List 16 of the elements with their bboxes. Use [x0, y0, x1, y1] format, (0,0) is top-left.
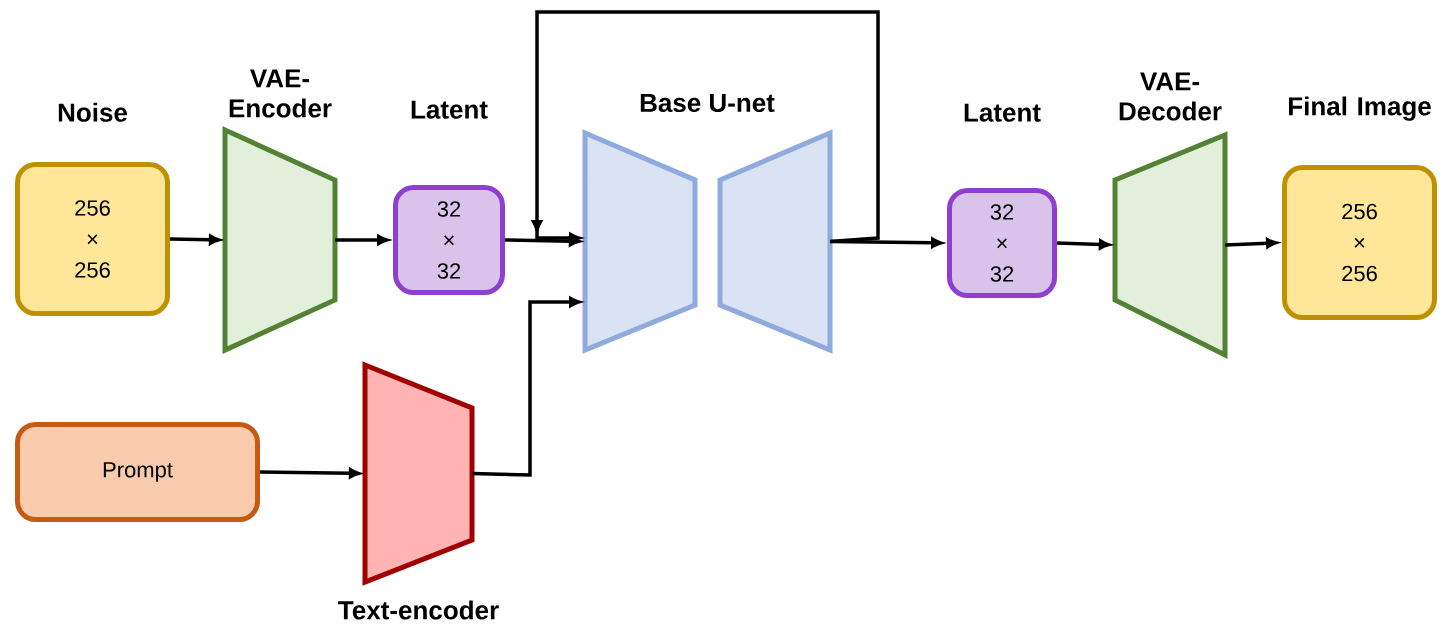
- rounded-box: 256 × 256 Noise: [15, 102, 170, 316]
- rounded-box: 32 × 32 Latent: [393, 100, 505, 295]
- encoder-trapezoid: VAE-Decoder: [1112, 72, 1228, 360]
- arrow: [531, 10, 880, 244]
- rounded-box: Prompt: [15, 422, 260, 522]
- node-label: Final Image: [1289, 96, 1431, 121]
- node-label: Text-encoder: [338, 600, 499, 620]
- node-label: VAE-Decoder: [1119, 72, 1222, 121]
- node-label: Latent: [964, 103, 1041, 122]
- unet-half-trapezoid: [717, 129, 833, 354]
- node-label: Noise: [58, 102, 128, 122]
- rounded-box: 256 × 256 Final Image: [1282, 96, 1437, 320]
- rounded-box: 32 × 32 Latent: [947, 103, 1057, 298]
- diagram-heading: Base U-net: [640, 93, 775, 113]
- node-label: VAE-Encoder: [229, 69, 332, 118]
- node-label: Latent: [411, 100, 488, 119]
